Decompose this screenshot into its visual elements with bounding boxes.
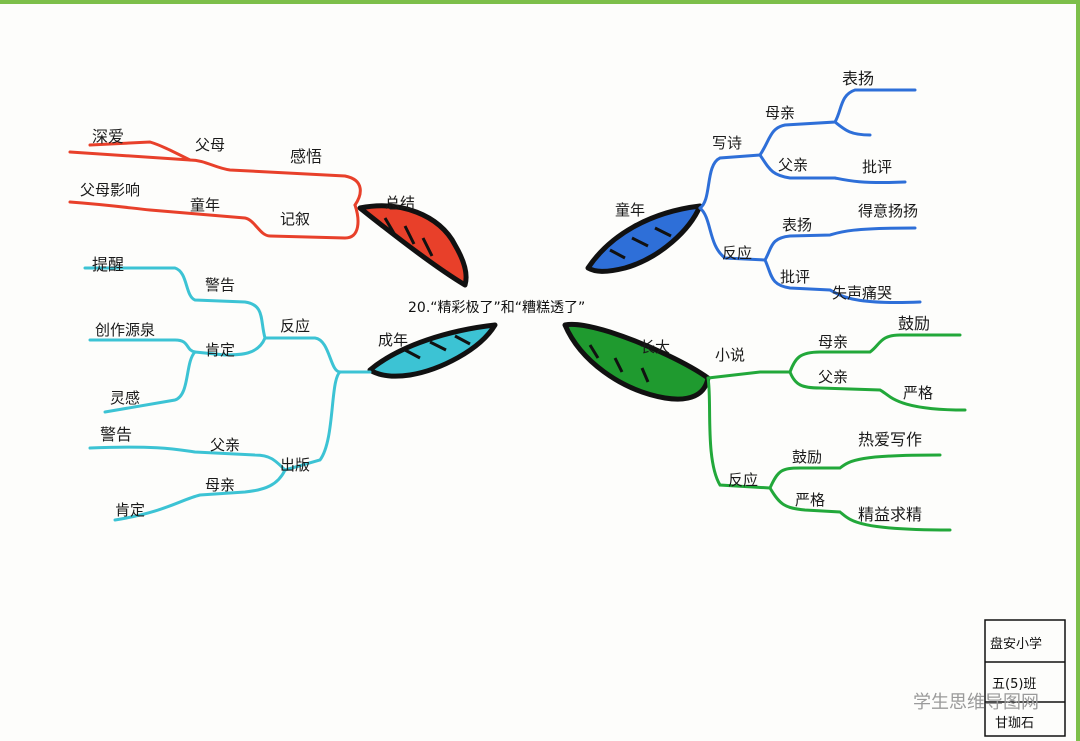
node-grown-fan-ying: 反应 xyxy=(728,471,758,489)
node-xiao-shuo: 小说 xyxy=(715,346,745,364)
adult-connectors xyxy=(83,266,372,522)
node-chuang-zuo-yuan-quan: 创作源泉 xyxy=(95,321,155,339)
childhood-connectors xyxy=(698,88,922,305)
branch-adult-label: 成年 xyxy=(378,331,408,349)
node-fu-mu: 父母 xyxy=(195,136,225,154)
node-jing-yi-qiu-jing: 精益求精 xyxy=(858,505,922,524)
branch-adult: 成年 反应 警告 提醒 肯定 创作源泉 灵感 出版 父亲 警告 母亲 肯定 xyxy=(83,255,498,522)
node-jing-gao-2: 警告 xyxy=(100,425,132,444)
node-ti-xing: 提醒 xyxy=(92,255,124,274)
branch-summary-leaf xyxy=(357,203,469,288)
branch-childhood-label: 童年 xyxy=(615,201,645,219)
node-ji-xu: 记叙 xyxy=(280,210,310,228)
info-school: 盘安小学 xyxy=(990,636,1042,652)
node-fu-mu-ying-xiang: 父母影响 xyxy=(80,181,140,199)
grown-connectors xyxy=(706,333,967,532)
central-title: 20.“精彩极了”和“糟糕透了” xyxy=(408,300,585,316)
node-shi-sheng-tong-ku: 失声痛哭 xyxy=(832,284,892,302)
node-ken-ding: 肯定 xyxy=(205,341,235,359)
node-pi-ping-2: 批评 xyxy=(780,268,810,286)
node-ling-gan: 灵感 xyxy=(110,389,140,407)
node-yan-ge: 严格 xyxy=(903,384,933,402)
node-adult-fan-ying: 反应 xyxy=(280,317,310,335)
info-box: 盘安小学 五(5)班 甘珈石 xyxy=(984,619,1066,737)
node-shen-ai: 深爱 xyxy=(92,127,124,146)
node-gu-li: 鼓励 xyxy=(898,314,930,333)
node-biao-yang: 表扬 xyxy=(842,69,874,88)
node-gan-wu: 感悟 xyxy=(290,147,322,166)
node-chu-ban: 出版 xyxy=(280,456,310,474)
branch-adult-leaf xyxy=(367,322,498,379)
node-adult-fu-qin: 父亲 xyxy=(210,436,240,454)
node-biao-yang-2: 表扬 xyxy=(782,216,812,234)
node-grown-fu-qin: 父亲 xyxy=(818,368,848,386)
branch-summary: 总结 感悟 父母 深爱 记叙 童年 父母影响 xyxy=(68,127,469,288)
node-child-fan-ying: 反应 xyxy=(722,244,752,262)
node-tong-nian: 童年 xyxy=(190,196,220,214)
node-child-fu-qin: 父亲 xyxy=(778,156,808,174)
branch-grown-leaf xyxy=(562,321,711,402)
node-gu-li-2: 鼓励 xyxy=(792,448,822,466)
node-child-mu-qin: 母亲 xyxy=(765,104,795,122)
branch-grown-label: 长大 xyxy=(640,338,670,356)
node-xie-shi: 写诗 xyxy=(712,134,742,152)
node-pi-ping: 批评 xyxy=(862,158,892,176)
info-name: 甘珈石 xyxy=(995,716,1034,731)
node-adult-mu-qin: 母亲 xyxy=(205,476,235,494)
node-ken-ding-2: 肯定 xyxy=(115,501,145,519)
branch-summary-label: 总结 xyxy=(385,194,415,212)
paper-sheet xyxy=(0,4,1076,741)
branch-grown: 长大 小说 母亲 鼓励 父亲 严格 反应 鼓励 热爱写作 严格 精益求精 xyxy=(562,314,967,532)
node-yan-ge-2: 严格 xyxy=(795,491,825,509)
node-de-yi-yang-yang: 得意扬扬 xyxy=(858,202,918,220)
summary-connectors xyxy=(68,140,362,240)
info-class: 五(5)班 xyxy=(992,677,1036,692)
branch-childhood-leaf xyxy=(585,203,703,274)
branch-childhood: 童年 写诗 母亲 表扬 父亲 批评 反应 表扬 得意扬扬 批评 失声痛哭 xyxy=(585,69,922,305)
node-jing-gao: 警告 xyxy=(205,276,235,294)
node-re-ai-xie-zuo: 热爱写作 xyxy=(858,430,922,449)
watermark: 学生思维导图网 xyxy=(913,692,1039,713)
node-grown-mu-qin: 母亲 xyxy=(818,333,848,351)
